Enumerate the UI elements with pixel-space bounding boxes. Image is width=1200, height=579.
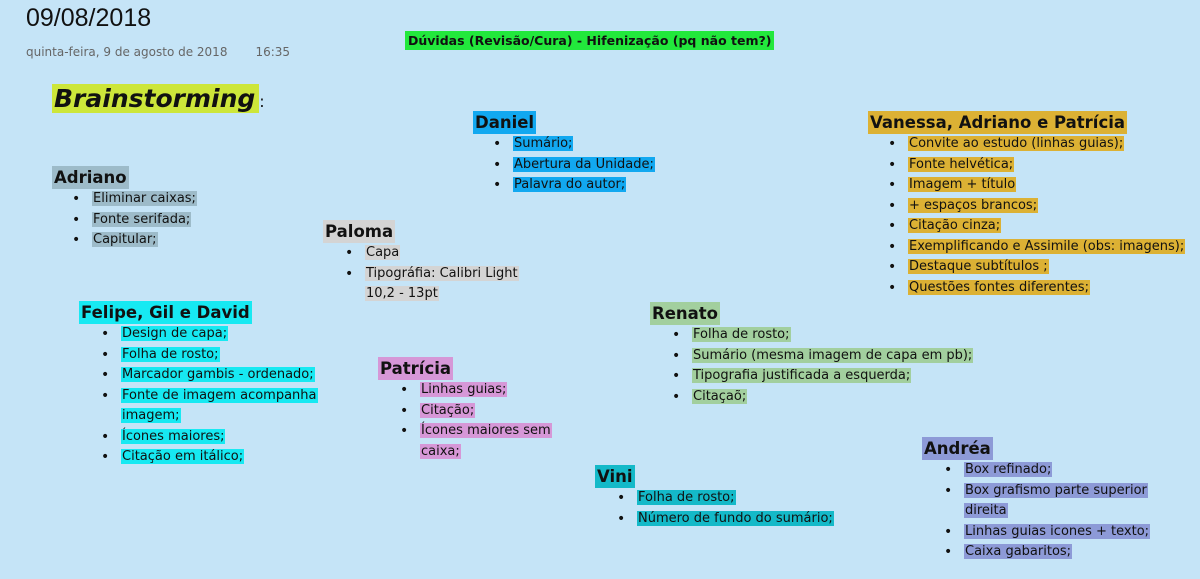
group-title-patricia: Patrícia xyxy=(378,357,454,380)
list-item: Citação; xyxy=(400,401,552,422)
list-item: Ícones maiores; xyxy=(101,427,318,448)
list-item: Citação em itálico; xyxy=(101,447,318,468)
group-vini[interactable]: Vini Folha de rosto; Número de fundo do … xyxy=(595,465,834,529)
group-daniel[interactable]: Daniel Sumário; Abertura da Unidade; Pal… xyxy=(473,111,655,196)
list-item: Sumário; xyxy=(493,134,655,155)
list-item: Caixa gabaritos; xyxy=(944,542,1150,563)
list-item: Capitular; xyxy=(72,230,197,251)
group-felipe-gil-david[interactable]: Felipe, Gil e David Design de capa; Folh… xyxy=(79,301,318,468)
note-datetime: quinta-feira, 9 de agosto de 2018 16:35 xyxy=(26,45,290,59)
group-title-vini: Vini xyxy=(595,465,635,488)
list-item: Tipografia justificada a esquerda; xyxy=(672,366,973,387)
list-item: Linhas guias icones + texto; xyxy=(944,522,1151,543)
brainstorming-colon: : xyxy=(259,92,265,111)
list-item: Questões fontes diferentes; xyxy=(888,278,1185,299)
list-item: Palavra do autor; xyxy=(493,175,655,196)
list-item: Marcador gambis - ordenado; xyxy=(101,365,318,386)
note-weekday-date: quinta-feira, 9 de agosto de 2018 xyxy=(26,45,228,59)
list-item: Exemplificando e Assimile (obs: imagens)… xyxy=(888,237,1186,258)
list-item: Sumário (mesma imagem de capa em pb); xyxy=(672,346,974,367)
list-item: Abertura da Unidade; xyxy=(493,155,655,176)
list-item: Fonte helvética; xyxy=(888,155,1185,176)
note-time: 16:35 xyxy=(255,45,291,59)
list-item: Folha de rosto; xyxy=(101,345,318,366)
list-item: Folha de rosto; xyxy=(617,488,834,509)
group-title-felipe-gil-david: Felipe, Gil e David xyxy=(79,301,252,324)
list-item: Eliminar caixas; xyxy=(72,189,197,210)
list-item: Box refinado; xyxy=(944,460,1150,481)
group-title-daniel: Daniel xyxy=(473,111,537,134)
note-date: 09/08/2018 xyxy=(26,4,152,32)
group-title-andrea: Andréa xyxy=(922,437,993,460)
list-item: Citaçaõ; xyxy=(672,387,973,408)
group-renato[interactable]: Renato Folha de rosto; Sumário (mesma im… xyxy=(650,302,974,408)
doubts-tag[interactable]: Dúvidas (Revisão/Cura) - Hifenização (pq… xyxy=(405,31,775,50)
group-title-vanessa-adriano-patricia: Vanessa, Adriano e Patrícia xyxy=(868,111,1128,134)
group-patricia[interactable]: Patrícia Linhas guias; Citação; Ícones m… xyxy=(378,357,552,462)
list-item: Citação cinza; xyxy=(888,216,1185,237)
list-item: Linhas guias; xyxy=(400,380,552,401)
list-item: Destaque subtítulos ; xyxy=(888,257,1185,278)
list-item: Número de fundo do sumário; xyxy=(617,509,834,530)
list-item: Imagem + título xyxy=(888,175,1185,196)
list-item: + espaços brancos; xyxy=(888,196,1185,217)
list-item: Design de capa; xyxy=(101,324,318,345)
group-title-renato: Renato xyxy=(650,302,720,325)
brainstorming-title: Brainstorming xyxy=(52,84,260,113)
group-title-paloma: Paloma xyxy=(323,220,396,243)
list-item: Fonte serifada; xyxy=(72,210,197,231)
group-adriano[interactable]: Adriano Eliminar caixas; Fonte serifada;… xyxy=(52,166,197,251)
group-andrea[interactable]: Andréa Box refinado; Box grafismo parte … xyxy=(922,437,1151,563)
list-item: Capa xyxy=(345,243,519,264)
brainstorming-heading[interactable]: Brainstorming: xyxy=(52,84,265,113)
group-paloma[interactable]: Paloma Capa Tipográfia: Calibri Light10,… xyxy=(323,220,519,305)
list-item: Folha de rosto; xyxy=(672,325,973,346)
group-vanessa-adriano-patricia[interactable]: Vanessa, Adriano e Patrícia Convite ao e… xyxy=(868,111,1186,299)
group-title-adriano: Adriano xyxy=(52,166,129,189)
list-item: Convite ao estudo (linhas guias); xyxy=(888,134,1185,155)
